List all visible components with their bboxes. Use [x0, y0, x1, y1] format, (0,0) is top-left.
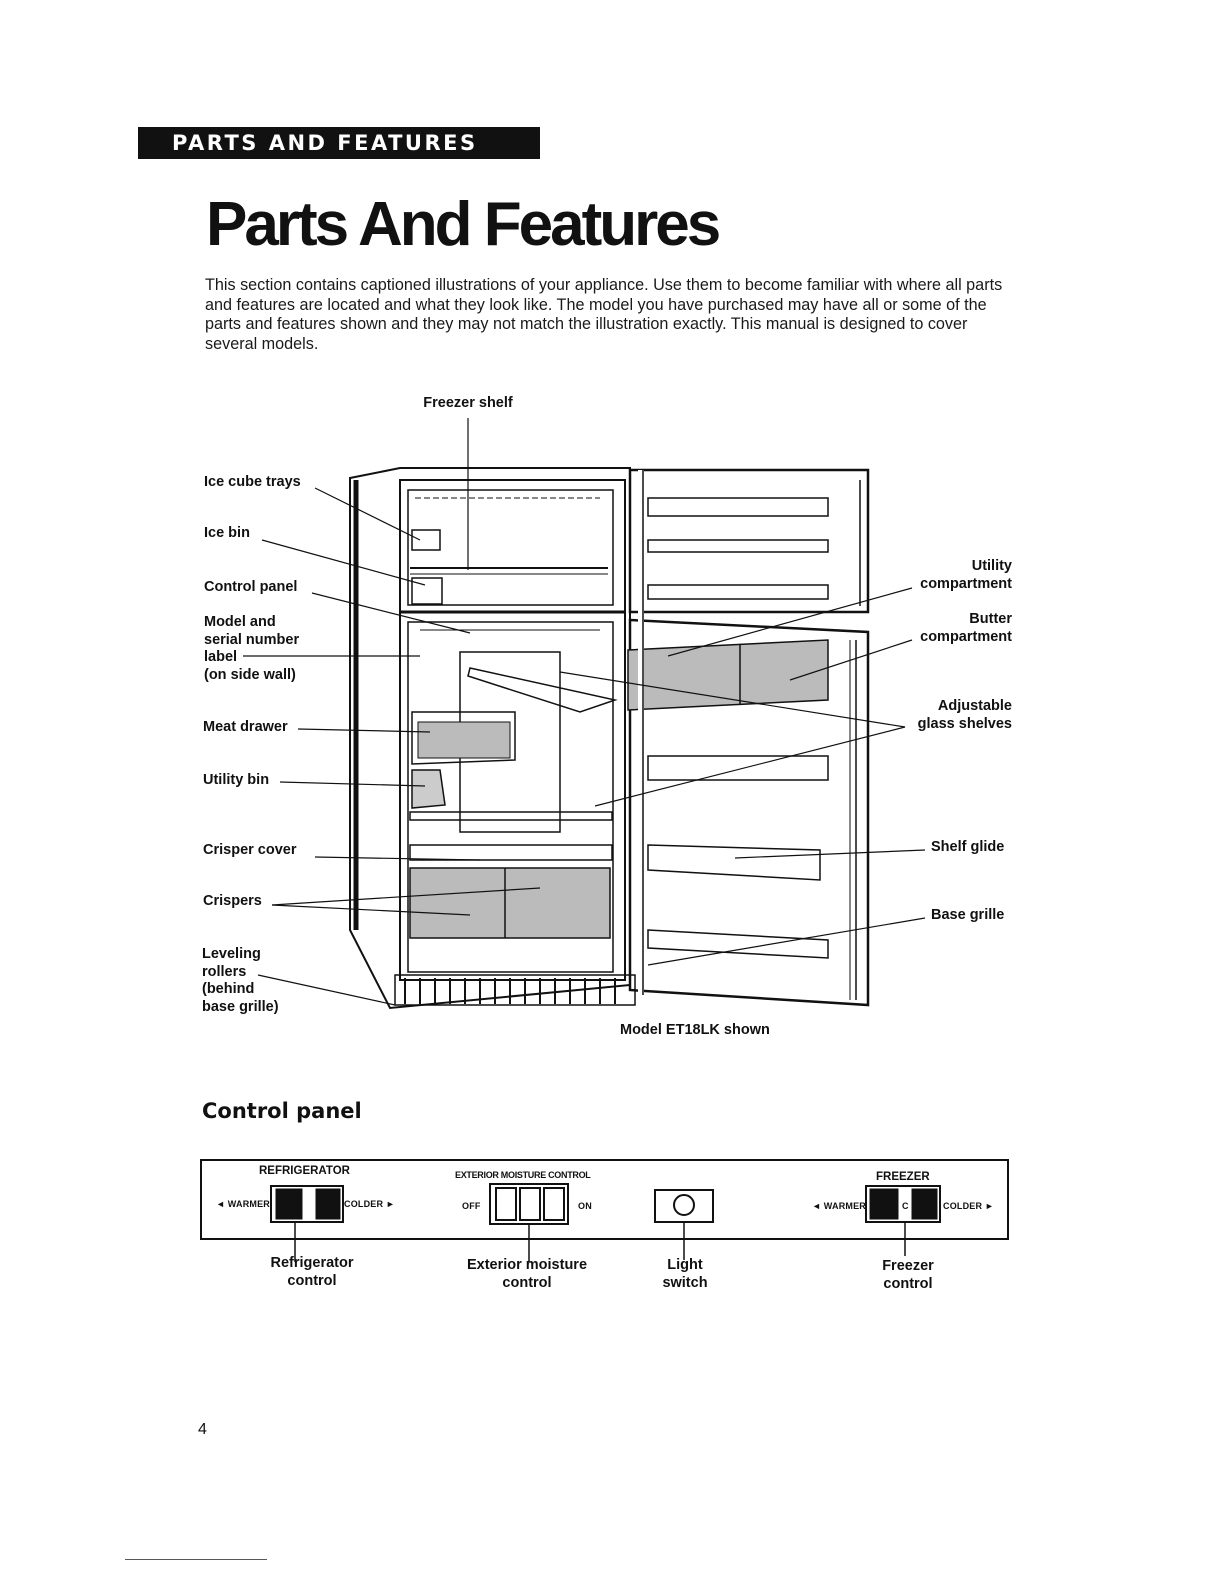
label-freezer-shelf: Freezer shelf [423, 395, 513, 411]
freezer-setting: C [902, 1201, 909, 1211]
moisture-off-label: OFF [462, 1201, 481, 1211]
refrigerator-control-caption: Refrigerator control [270, 1255, 354, 1289]
control-panel-illustration [200, 1159, 1009, 1262]
intro-paragraph: This section contains captioned illustra… [205, 276, 1003, 353]
moisture-control-title: EXTERIOR MOISTURE CONTROL [455, 1170, 591, 1180]
page-title: Parts And Features [206, 190, 721, 259]
refrigerator-colder-label: COLDER ► [344, 1199, 396, 1209]
control-panel-heading: Control panel [202, 1099, 362, 1123]
moisture-control-caption: Exterior moisture control [466, 1257, 588, 1291]
label-crispers: Crispers [203, 893, 262, 909]
refrigerator-illustration [243, 418, 926, 1010]
freezer-warmer-label: ◄ WARMER [812, 1201, 867, 1211]
section-banner: PARTS AND FEATURES [138, 127, 540, 159]
diagram-caption: Model ET18LK shown [620, 1022, 770, 1038]
refrigerator-setting: 4 [305, 1199, 311, 1209]
page-number: 4 [198, 1421, 207, 1438]
refrigerator-warmer-label: ◄ WARMER [216, 1199, 271, 1209]
label-base-grille: Base grille [931, 907, 1005, 923]
light-switch-caption: Light switch [662, 1257, 708, 1291]
refrigerator-control-title: REFRIGERATOR [259, 1165, 350, 1177]
label-crisper-cover: Crisper cover [203, 842, 297, 858]
label-adjustable-shelves: Adjustable glass shelves [917, 698, 1012, 732]
label-model-serial: Model and serial number label (on side w… [204, 614, 300, 683]
moisture-on-label: ON [578, 1201, 592, 1211]
label-butter-compartment: Butter compartment [920, 611, 1012, 645]
freezer-control-title: FREEZER [876, 1171, 930, 1183]
freezer-control-caption: Freezer control [882, 1258, 934, 1292]
label-meat-drawer: Meat drawer [203, 719, 288, 735]
label-leveling-rollers: Leveling rollers (behind base grille) [202, 946, 279, 1015]
label-control-panel: Control panel [204, 579, 298, 595]
footer-rule [125, 1559, 267, 1560]
label-utility-bin: Utility bin [203, 772, 270, 788]
label-utility-compartment: Utility compartment [920, 558, 1012, 592]
label-ice-bin: Ice bin [204, 525, 250, 541]
label-shelf-glide: Shelf glide [931, 839, 1005, 855]
label-ice-cube-trays: Ice cube trays [204, 474, 301, 490]
freezer-colder-label: COLDER ► [943, 1201, 995, 1211]
